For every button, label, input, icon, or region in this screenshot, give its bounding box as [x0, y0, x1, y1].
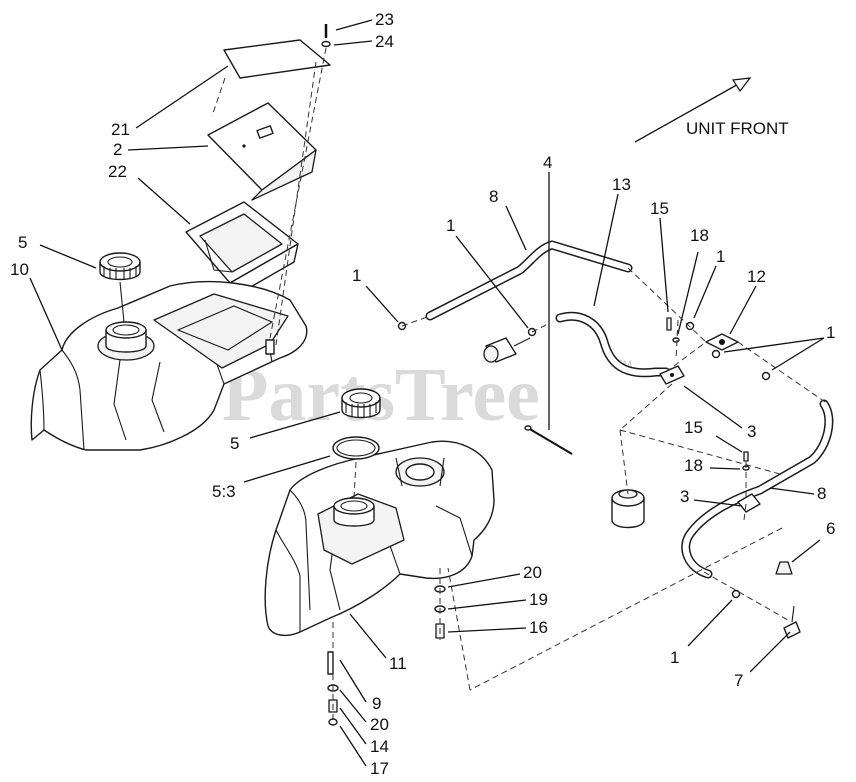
callout-14: 14 — [370, 737, 389, 756]
fuel-line-8-lower — [681, 399, 834, 579]
callout-8-lower: 8 — [817, 484, 826, 503]
callout-6: 6 — [826, 519, 835, 538]
callout-15-lower: 15 — [684, 418, 703, 437]
unit-front-label: UNIT FRONT — [686, 119, 789, 138]
fuel-cap-5-upper — [99, 252, 141, 323]
callout-24: 24 — [375, 32, 394, 51]
callout-16: 16 — [529, 618, 548, 637]
callout-11: 11 — [389, 654, 407, 673]
callout-2: 2 — [113, 140, 122, 159]
callout-5-3: 5:3 — [212, 482, 236, 501]
callout-4: 4 — [543, 153, 552, 172]
cover-plate-21 — [223, 39, 331, 79]
callout-1-c: 1 — [716, 247, 725, 266]
clip-3-upper — [659, 365, 685, 385]
washer-18-upper — [672, 337, 680, 343]
callout-1-a: 1 — [352, 266, 361, 285]
drain-fitting-9 — [327, 651, 334, 675]
fuel-line-13 — [555, 311, 671, 378]
callout-21: 21 — [111, 120, 130, 139]
callout-labels: 23 24 21 2 22 5 10 5 5:3 11 9 20 14 17 2… — [10, 10, 835, 778]
watermark: PartsTree — [222, 353, 540, 437]
leader-lines — [29, 19, 825, 767]
fuel-neck-10 — [97, 321, 155, 361]
hose-clamp-1 — [397, 321, 771, 599]
callout-8-upper: 8 — [489, 187, 498, 206]
callout-22: 22 — [108, 162, 127, 181]
panel-2 — [207, 102, 317, 201]
fitting-7 — [783, 605, 801, 639]
inline-filter — [483, 337, 531, 363]
callout-19: 19 — [529, 590, 548, 609]
callout-15-upper: 15 — [650, 199, 669, 218]
fuel-cap-5-lower — [341, 388, 381, 499]
callout-13: 13 — [612, 175, 631, 194]
fuel-tank-11 — [264, 440, 495, 637]
fuel-neck-11 — [333, 497, 375, 527]
callout-23: 23 — [375, 10, 394, 29]
callout-20-lower: 20 — [370, 715, 389, 734]
fuel-tank-10 — [30, 280, 308, 451]
fuel-filter-bowl — [611, 489, 645, 529]
cable-tie-4 — [524, 425, 573, 455]
callout-3-upper: 3 — [747, 422, 756, 441]
washer-24 — [321, 40, 331, 48]
callout-20-upper: 20 — [523, 563, 542, 582]
callout-7: 7 — [734, 671, 743, 690]
callout-12: 12 — [747, 267, 766, 286]
gasket-5-3 — [332, 436, 380, 460]
callout-5-lower: 5 — [230, 434, 239, 453]
screw-15-upper — [666, 317, 672, 331]
cap-6 — [775, 561, 793, 575]
callout-10: 10 — [10, 260, 29, 279]
callout-9: 9 — [372, 694, 381, 713]
fuel-line-8-upper — [425, 240, 633, 321]
screw-15-lower — [743, 451, 749, 462]
callout-1-b: 1 — [446, 216, 455, 235]
callout-3-lower: 3 — [680, 487, 689, 506]
callout-1-d: 1 — [826, 323, 835, 342]
unit-front-arrow — [634, 77, 752, 143]
shutoff-valve-12 — [705, 333, 739, 351]
callout-17: 17 — [370, 759, 389, 778]
callout-5-upper: 5 — [18, 233, 27, 252]
callout-18-upper: 18 — [690, 226, 709, 245]
callout-18-lower: 18 — [684, 456, 703, 475]
clip-3-lower — [737, 493, 761, 513]
callout-1-e: 1 — [670, 648, 679, 667]
